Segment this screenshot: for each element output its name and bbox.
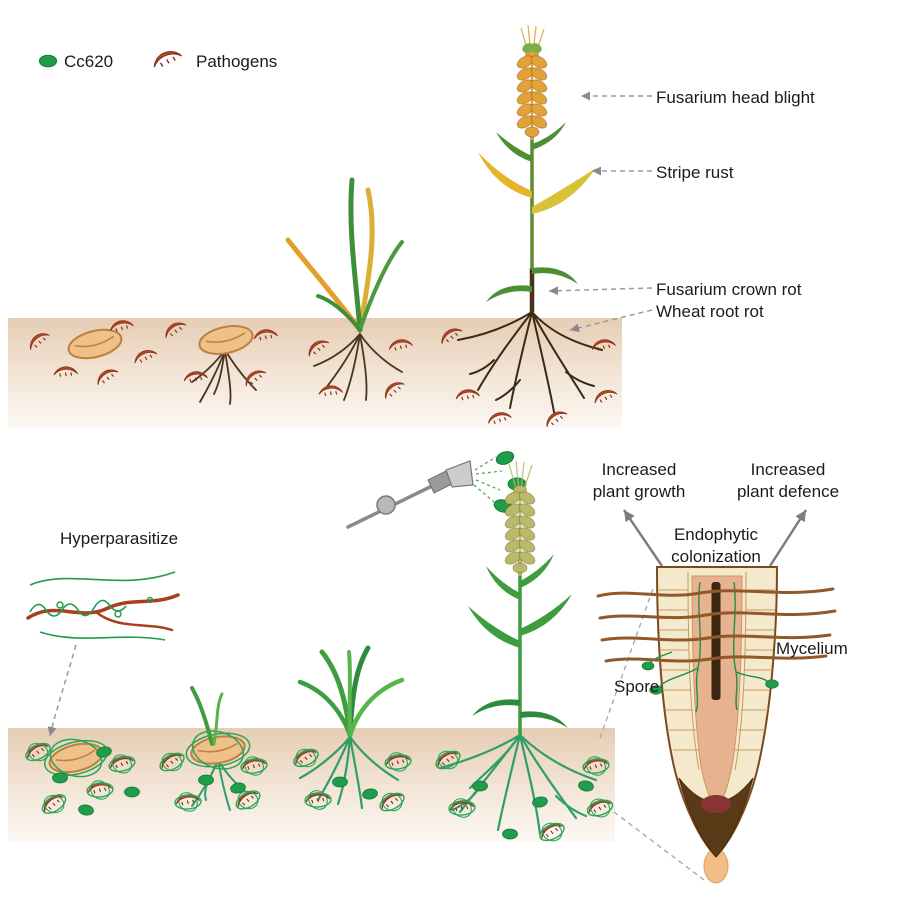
bottom-mature-plant-leaves xyxy=(468,554,572,728)
label-spore: Spore xyxy=(614,677,660,696)
bottom-seedling-shoot xyxy=(190,686,224,746)
top-young-plant-roots xyxy=(313,333,403,401)
legend-pathogen-icon xyxy=(153,50,183,68)
root-cross-section xyxy=(596,566,837,884)
root-quiescent-center xyxy=(701,795,731,813)
bottom-young-plant-leaves xyxy=(297,645,405,738)
bottom-seedling xyxy=(180,686,256,811)
arrow-crown-rot xyxy=(548,286,653,296)
head-green-tip xyxy=(530,43,542,53)
sprayer-nozzle xyxy=(445,460,474,488)
label-stripe-rust: Stripe rust xyxy=(656,163,734,182)
top-mature-plant-leaves xyxy=(478,122,596,302)
endophyte-hyphae xyxy=(649,581,769,713)
legend-cc620-label: Cc620 xyxy=(64,52,114,71)
mycelium-strands xyxy=(596,587,837,663)
legend-pathogens-label: Pathogens xyxy=(196,52,278,71)
arrow-increased-defence xyxy=(768,509,808,567)
cc620-droplet-icon xyxy=(494,448,516,468)
spray-lines xyxy=(473,456,503,503)
spore-icon xyxy=(641,661,655,671)
bottom-mature-plant xyxy=(438,459,598,836)
label-increased-plant-growth: Increased plant growth xyxy=(592,460,686,501)
sprayer xyxy=(346,448,527,529)
label-increased-plant-defence: Increased plant defence xyxy=(736,460,840,501)
label-wheat-root-rot: Wheat root rot xyxy=(656,302,764,321)
label-mycelium: Mycelium xyxy=(776,639,848,658)
hyperparasitism-illustration xyxy=(26,571,180,641)
top-young-plant-leaves xyxy=(285,177,404,333)
label-fusarium-crown-rot: Fusarium crown rot xyxy=(656,280,802,299)
top-mature-plant xyxy=(457,23,603,413)
label-fusarium-head-blight: Fusarium head blight xyxy=(656,88,815,107)
bottom-young-plant xyxy=(297,645,405,810)
legend-cc620-icon xyxy=(38,54,58,68)
root-vascular-bar xyxy=(711,582,721,700)
label-endophytic-colonization: Endophytic colonization xyxy=(671,525,761,566)
top-young-plant xyxy=(285,177,404,401)
disease-label-arrows xyxy=(548,91,653,333)
sprayer-pump-ball xyxy=(376,495,396,515)
diseased-wheat-head-icon xyxy=(513,23,551,142)
arrow-hyperparasitize xyxy=(47,644,77,737)
root-cell-grid xyxy=(659,571,775,771)
bottom-young-plant-roots xyxy=(298,735,400,810)
zoom-connectors xyxy=(599,585,705,881)
arrow-increased-growth xyxy=(622,509,664,567)
spore-icon xyxy=(765,679,779,689)
label-hyperparasitize: Hyperparasitize xyxy=(60,529,179,548)
top-seed-2 xyxy=(191,320,257,405)
top-mature-plant-roots xyxy=(457,311,603,413)
